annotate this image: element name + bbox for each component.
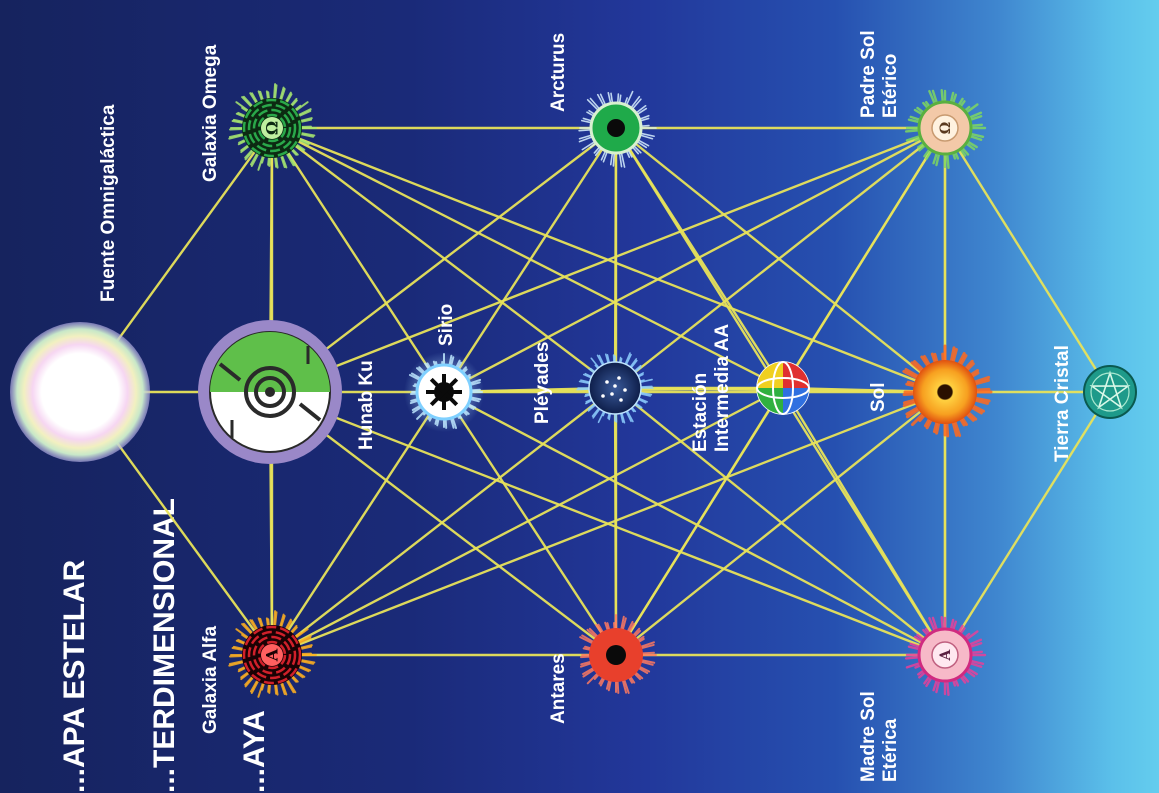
node-fuente-omnigalactica	[10, 322, 150, 462]
node-layer: Ω A Ω A	[10, 83, 1137, 698]
label-madre-sol: Madre Sol Etérica	[858, 691, 901, 782]
label-sol: Sol	[868, 382, 889, 412]
edge-hunab-arcturus	[268, 126, 618, 394]
edge-estacion-madre	[781, 386, 947, 657]
node-estacion-intermedia	[756, 361, 810, 415]
node-galaxia-omega: Ω	[228, 83, 317, 171]
node-sirio	[404, 352, 484, 432]
node-tierra-cristal	[1083, 365, 1137, 419]
edge-antares-sol	[614, 390, 947, 657]
edge-antares-pleyades	[613, 386, 618, 657]
edge-omega-sirio	[270, 126, 446, 394]
edge-padre-tierra	[943, 126, 1112, 394]
node-galaxia-alfa: A	[228, 610, 317, 698]
edge-pleyades-madre	[613, 386, 947, 657]
label-tierra-cristal: Tierra Cristal	[1052, 345, 1073, 462]
label-fuente: Fuente Omnigaláctica	[98, 104, 119, 302]
edge-hunab-padre	[268, 126, 947, 394]
label-estacion: Estación Intermedia AA	[690, 323, 733, 452]
svg-text:Ω: Ω	[263, 121, 282, 135]
edge-hunab-antares	[268, 390, 618, 657]
edge-madre-tierra	[943, 390, 1112, 657]
connection-lines	[78, 126, 1112, 657]
edge-hunab-madre	[268, 390, 947, 657]
edge-sirio-antares	[442, 390, 618, 657]
label-pleyades: Pléyades	[532, 341, 553, 424]
label-galaxia-alfa: Galaxia Alfa	[200, 625, 221, 734]
edge-sirio-arcturus	[442, 126, 618, 394]
node-pleyades	[576, 352, 654, 424]
edge-omega-estacion	[270, 126, 785, 390]
edge-sirio-madre	[442, 390, 947, 657]
node-madre-sol-eterica: A	[904, 615, 987, 697]
label-antares: Antares	[548, 653, 569, 724]
edge-sirio-padre	[442, 126, 947, 394]
label-padre-sol: Padre Sol Etérico	[858, 30, 901, 118]
edge-alfa-sirio	[270, 390, 446, 657]
edge-alfa-pleyades	[270, 386, 617, 657]
label-galaxia-omega: Galaxia Omega	[200, 44, 221, 182]
node-padre-sol-eterico: Ω	[904, 88, 987, 170]
edge-arcturus-pleyades	[613, 126, 618, 390]
svg-text:A: A	[263, 648, 282, 662]
node-antares	[579, 614, 657, 694]
edge-arcturus-sol	[614, 126, 947, 394]
svg-text:Ω: Ω	[938, 122, 954, 134]
edge-omega-pleyades	[270, 126, 617, 390]
node-sol	[902, 344, 993, 438]
label-arcturus: Arcturus	[548, 32, 569, 112]
node-arcturus	[578, 90, 657, 168]
edge-estacion-padre	[781, 126, 947, 390]
node-hunab-ku	[198, 320, 342, 464]
label-sirio: Sirio	[436, 303, 457, 346]
label-hunab-ku: Hunab Ku	[356, 360, 377, 450]
edge-pleyades-padre	[613, 126, 947, 390]
svg-text:A: A	[938, 648, 954, 661]
